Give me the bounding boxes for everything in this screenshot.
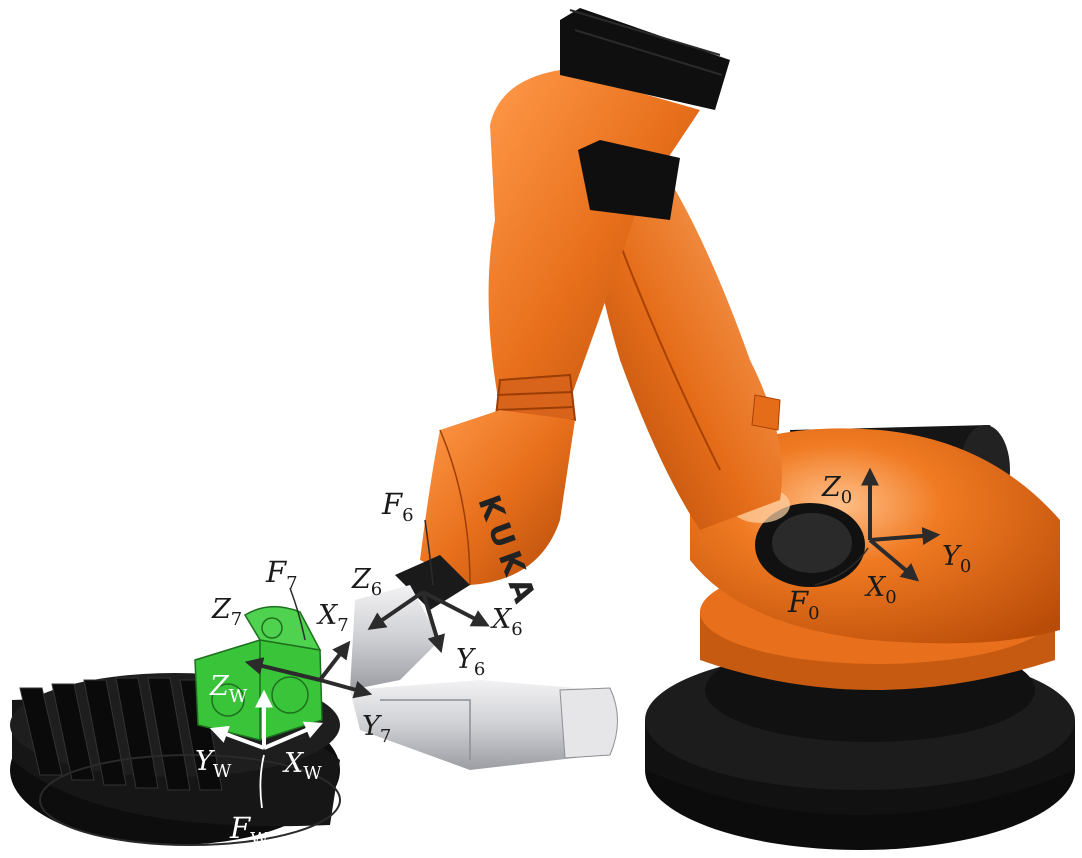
label-f7: F7 [265,555,298,594]
label-z6: Z6 [351,564,382,600]
label-x7: X7 [316,600,349,636]
label-z7: Z7 [211,594,242,630]
label-f6: F6 [381,487,414,526]
x7-axis-arrow [320,645,347,680]
label-y6: Y6 [456,644,485,680]
